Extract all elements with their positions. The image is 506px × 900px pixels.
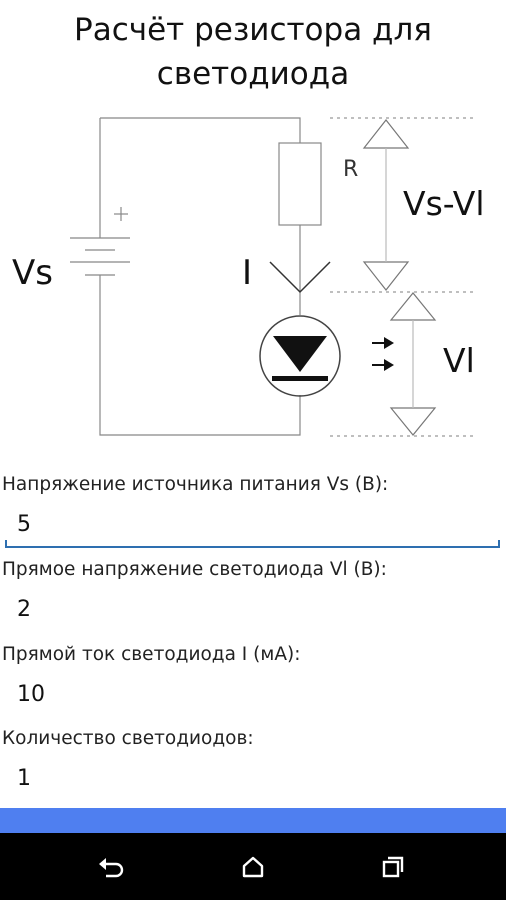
current-arrow [269,261,331,294]
home-icon [242,856,264,878]
led-triangle [273,336,327,372]
recents-button[interactable] [373,847,413,887]
led-bar [272,376,328,381]
resistor-symbol [278,142,322,226]
supply-voltage-input[interactable] [17,512,487,537]
forward-voltage-input[interactable] [17,597,487,622]
recents-icon [382,856,404,878]
label-r: R [343,157,358,182]
wire-top [100,117,301,143]
led-count-label: Количество светодиодов: [2,728,254,749]
circuit-diagram: Vs I R Vs-Vl Vl [12,117,485,437]
page-title: Расчёт резистора для светодиода [0,8,506,96]
forward-voltage-label: Прямое напряжение светодиода Vl (В): [2,559,387,580]
page-title-line1: Расчёт резистора для [74,12,432,48]
label-vs-vl: Vs-Vl [403,184,485,223]
page-title-line2: светодиода [156,56,350,92]
home-button[interactable] [233,847,273,887]
system-navigation-bar [0,833,506,900]
back-icon [99,858,124,878]
forward-current-input[interactable] [17,682,487,707]
supply-voltage-label: Напряжение источника питания Vs (В): [2,474,389,495]
supply-voltage-focus-line [5,540,500,548]
label-current: I [242,253,252,293]
wire-bottom [99,275,301,436]
label-vs: Vs [12,253,53,293]
action-bar [0,808,506,833]
back-button[interactable] [92,847,132,887]
label-vl: Vl [443,341,475,380]
forward-current-label: Прямой ток светодиода I (мА): [2,644,301,665]
led-count-input[interactable] [17,766,487,791]
led-circle [259,315,341,397]
